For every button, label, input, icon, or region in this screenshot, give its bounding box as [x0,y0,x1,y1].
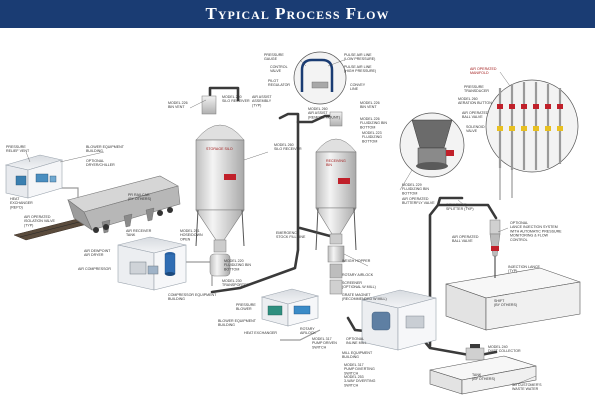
mill-building [361,289,437,351]
label-screener: SCREENER(OPTIONAL W MILL) [342,281,376,289]
blower-building [260,288,320,327]
label-weigh-hopper: WEIGH HOPPER [342,259,371,263]
detail-fluidizing-bottom [399,112,465,178]
compressor-building [117,236,187,291]
label-pulse-air-1: PULSE AIR LINE(LOW PRESSURE) [344,53,375,61]
label-shift: SHIFT(BY OTHERS) [494,299,517,307]
label-railcar: PR RAILCAR(BY OTHERS) [128,193,151,201]
detail-pulse-air [293,51,347,105]
label-storage-silo: STORAGE SILO [206,147,233,151]
label-heat-exchanger: HEAT EXCHANGER [244,331,277,335]
label-grate-magnet: GRATE MAGNET(RECOMMENDED W MILL) [342,293,387,301]
tank [429,355,537,395]
label-pulse-air-2: PULSE AIR LINE(HIGH PRESSURE) [344,65,376,73]
label-tank: TANK(BY OTHERS) [472,373,495,381]
injection-lance-assembly [489,219,501,278]
page-title: Typical Process Flow [205,4,390,23]
blower-building-top [4,154,64,199]
title-banner [0,0,595,28]
leader-lines [25,59,537,387]
dust-collector [465,344,485,361]
label-injection-lance: INJECTION LANCE(TYP) [508,265,541,273]
storage-silo [195,95,245,277]
label-rotary-airlock: ROTARY AIRLOCK [342,273,374,277]
railcar [13,175,181,241]
shift-box [445,267,581,331]
detail-aeration-manifold [485,79,579,173]
label-air-compressor: AIR COMPRESSOR [78,267,111,271]
receiving-bin [315,111,357,295]
